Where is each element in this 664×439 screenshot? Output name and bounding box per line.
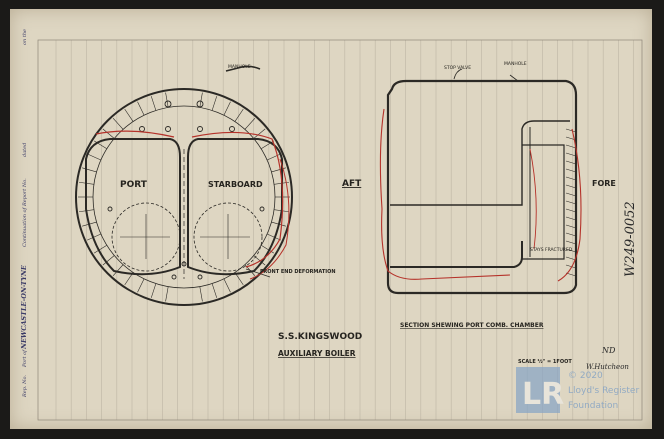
labels: PORT STARBOARD AFT FORE STOP VALVE MANHO… — [120, 61, 616, 365]
drawing-sheet: PORT STARBOARD AFT FORE STOP VALVE MANHO… — [10, 9, 652, 429]
lr-watermark: LR © 2020 Lloyd's Register Foundation — [516, 367, 639, 413]
margin-text: Rep. No. Port of NEWCASTLE-ON-TYNE Conti… — [20, 29, 28, 398]
signature-initials: ND — [601, 346, 616, 355]
drawing-subtitle: AUXILIARY BOILER — [278, 349, 356, 358]
label-fore: FORE — [592, 179, 616, 188]
label-stays-fractured: STAYS FRACTURED — [530, 247, 573, 253]
signature: W.Hutcheon — [586, 363, 629, 371]
archive-ref: W249-0052 — [623, 201, 638, 277]
label-port: PORT — [120, 180, 148, 190]
watermark-line1: © 2020 — [568, 371, 603, 381]
margin-port-name: NEWCASTLE-ON-TYNE — [20, 264, 28, 350]
stay-bolts — [107, 100, 265, 280]
lr-logo: LR — [522, 377, 564, 412]
margin-continuation: Continuation of Report No. — [22, 178, 28, 247]
label-front-end-deformation: FRONT END DEFORMATION — [260, 269, 336, 275]
label-aft: AFT — [342, 179, 362, 189]
margin-reg-no: Rep. No. — [22, 375, 28, 398]
margin-dated: dated — [22, 143, 28, 157]
boiler-drawing: PORT STARBOARD AFT FORE STOP VALVE MANHO… — [20, 29, 643, 421]
label-starboard: STARBOARD — [208, 180, 263, 189]
front-view — [75, 65, 293, 306]
margin-on-the: on the — [22, 29, 28, 45]
label-top-callout: MANHOLE — [228, 64, 251, 70]
label-manhole: MANHOLE — [504, 61, 527, 67]
label-stop-valve: STOP VALVE — [444, 65, 471, 71]
drawing-title: S.S.KINGSWOOD — [278, 332, 362, 342]
margin-port-of: Port of — [22, 349, 28, 368]
section-caption: SECTION SHEWING PORT COMB. CHAMBER — [400, 322, 544, 329]
watermark-line2: Lloyd's Register — [568, 386, 639, 396]
scale-note: SCALE ½" = 1FOOT — [518, 358, 572, 365]
section-view — [379, 68, 582, 295]
watermark-line3: Foundation — [568, 401, 618, 411]
frame-border — [37, 39, 643, 421]
